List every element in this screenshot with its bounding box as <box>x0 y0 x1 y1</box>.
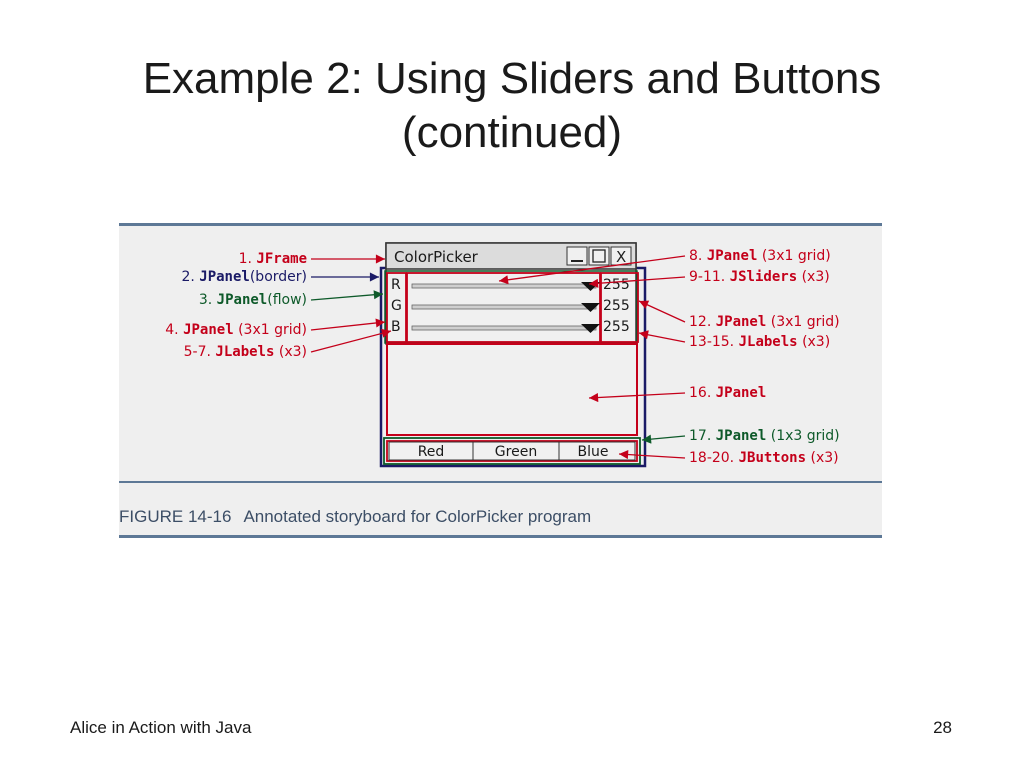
slider-b[interactable] <box>411 325 597 331</box>
minimize-icon[interactable] <box>566 246 588 266</box>
figure-caption: FIGURE 14-16 Annotated storyboard for Col… <box>119 507 591 527</box>
figure-bottom-rule <box>119 535 882 538</box>
values-panel-outline <box>600 272 639 343</box>
arrow-12 <box>638 300 686 323</box>
slider-row-b: B 255 <box>391 319 630 335</box>
slide-title-line-2: (continued) <box>401 108 623 157</box>
arrow-18-20 <box>618 450 686 460</box>
red-button[interactable]: Red <box>388 441 474 461</box>
annotation-17: 17. JPanel (1x3 grid) <box>689 428 840 444</box>
buttons-panel-outline <box>383 437 641 465</box>
arrow-3 <box>310 290 384 301</box>
slider-g-thumb[interactable] <box>581 303 600 312</box>
arrow-8 <box>498 255 686 285</box>
figure-top-rule <box>119 223 882 226</box>
arrow-17 <box>641 434 686 444</box>
window-title: ColorPicker <box>394 248 479 266</box>
footer-book-title: Alice in Action with Java <box>70 718 252 737</box>
blue-button-face[interactable] <box>558 441 636 461</box>
blue-button[interactable]: Blue <box>558 441 636 461</box>
blue-button-label: Blue <box>578 444 609 460</box>
slider-row-g: G 255 <box>391 298 630 314</box>
annotation-9-11: 9-11. JSliders (x3) <box>689 269 830 285</box>
annotation-18-20: 18-20. JButtons (x3) <box>689 450 839 466</box>
annotation-13-15: 13-15. JLabels (x3) <box>689 334 830 350</box>
sliders-panel-outline <box>406 272 601 343</box>
color-display-panel <box>386 343 638 436</box>
storyboard-diagram: ColorPicker X R 255 G 255 <box>165 242 840 468</box>
slider-b-thumb[interactable] <box>581 324 600 333</box>
value-label-r: 255 <box>603 277 630 293</box>
arrow-9-11 <box>588 276 686 288</box>
annotation-16: 16. JPanel <box>689 385 766 401</box>
arrow-4 <box>310 318 386 331</box>
green-button-label: Green <box>495 444 537 460</box>
slide-title: Example 2: Using Sliders and Buttons (co… <box>0 52 1024 160</box>
annotation-3: 3. JPanel(flow) <box>199 292 307 308</box>
arrow-16 <box>588 392 686 403</box>
value-label-g: 255 <box>603 298 630 314</box>
annotation-1: 1. JFrame <box>239 251 307 267</box>
annotation-12: 12. JPanel (3x1 grid) <box>689 314 840 330</box>
maximize-glyph <box>592 249 606 263</box>
slide-title-line-1: Example 2: Using Sliders and Buttons <box>142 54 882 103</box>
annotation-2: 2. JPanel(border) <box>181 269 307 285</box>
figure-caption-text: Annotated storyboard for ColorPicker pro… <box>243 507 592 526</box>
arrow-13-15 <box>638 330 686 343</box>
annotation-4: 4. JPanel (3x1 grid) <box>165 322 307 338</box>
row-label-b: B <box>391 319 401 335</box>
red-button-label: Red <box>418 444 445 460</box>
figure-caption-number: FIGURE 14-16 <box>119 507 232 526</box>
slider-g[interactable] <box>411 304 597 310</box>
annotation-5-7: 5-7. JLabels (x3) <box>184 344 307 360</box>
annotation-8: 8. JPanel (3x1 grid) <box>689 248 831 264</box>
figure-panel: ColorPicker X R 255 G 255 <box>119 223 882 538</box>
close-glyph: X <box>616 248 626 266</box>
page-number: 28 <box>933 718 952 737</box>
figure-caption-rule <box>119 481 882 483</box>
arrow-5-7 <box>310 328 392 353</box>
value-label-b: 255 <box>603 319 630 335</box>
row-label-g: G <box>391 298 402 314</box>
maximize-icon[interactable] <box>588 246 610 266</box>
labels-panel-outline <box>386 272 407 343</box>
slider-r[interactable] <box>411 283 597 289</box>
row-label-r: R <box>391 277 401 293</box>
green-button[interactable]: Green <box>472 441 560 461</box>
